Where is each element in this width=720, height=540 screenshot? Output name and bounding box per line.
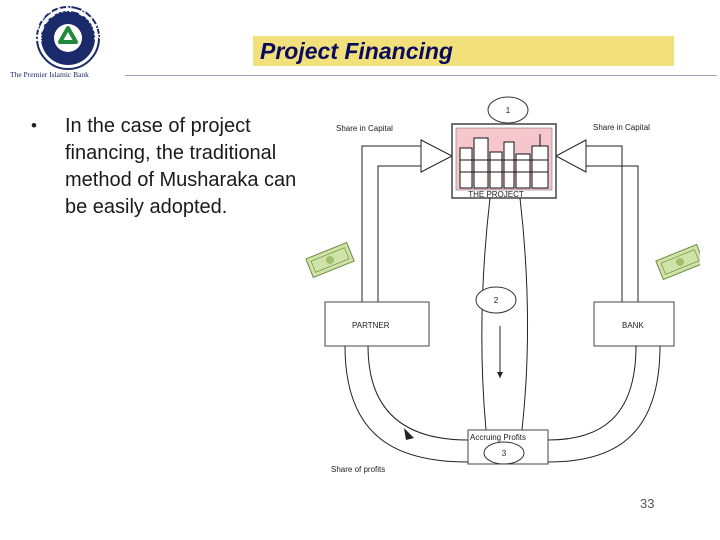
share-profits-label: Share of profits [331, 465, 385, 474]
share-capital-right-label: Share in Capital [593, 123, 650, 132]
bullet-marker: • [31, 116, 37, 135]
left-capital-arrow [420, 139, 454, 173]
bullet-text: In the case of project financing, the tr… [65, 115, 297, 218]
profit-arc-partner-outer [344, 345, 469, 463]
page-number: 33 [640, 496, 655, 511]
bank-label: BANK [622, 321, 644, 330]
profit-arc-arrow-icon [404, 428, 414, 440]
profit-arc-bank-inner [547, 345, 637, 441]
money-right-icon [655, 243, 700, 281]
accruing-profits-label: Accruing Profits [470, 433, 526, 442]
partner-box: PARTNER [324, 301, 430, 347]
left-capital-line-outer [361, 145, 425, 302]
right-capital-line-inner [582, 165, 639, 302]
step-3-marker: 3 [483, 441, 525, 465]
left-capital-line-inner [377, 165, 425, 302]
bank-box: BANK [593, 301, 675, 347]
project-label: THE PROJECT [468, 190, 524, 199]
profit-funnel-right [519, 197, 529, 431]
right-capital-arrow [554, 139, 587, 173]
musharaka-diagram: 1 Share in Capital Share in Capital THE … [305, 96, 700, 474]
profit-arc-bank-outer [547, 345, 661, 463]
title-bar [253, 36, 674, 66]
money-left-icon [305, 241, 355, 279]
page-title: Project Financing [260, 38, 453, 64]
profit-arc-partner-inner [367, 345, 469, 441]
city-skyline-icon [459, 134, 549, 189]
step-1-marker: 1 [487, 96, 529, 124]
right-capital-line-outer [582, 145, 623, 302]
step-2-label: 2 [494, 296, 499, 305]
step-1-label: 1 [506, 106, 511, 115]
share-capital-left-label: Share in Capital [336, 124, 393, 133]
header-divider [125, 75, 717, 76]
meezan-bank-logo: MEEZAN BANK The Premier Islamic Bank [10, 4, 122, 82]
profit-funnel-left [481, 197, 491, 431]
bank-emblem-icon: MEEZAN BANK [34, 4, 100, 70]
partner-label: PARTNER [352, 321, 390, 330]
project-box: THE PROJECT [451, 123, 557, 199]
logo-tagline: The Premier Islamic Bank [10, 70, 89, 79]
step-3-label: 3 [502, 449, 507, 458]
step-2-marker: 2 [475, 286, 517, 314]
